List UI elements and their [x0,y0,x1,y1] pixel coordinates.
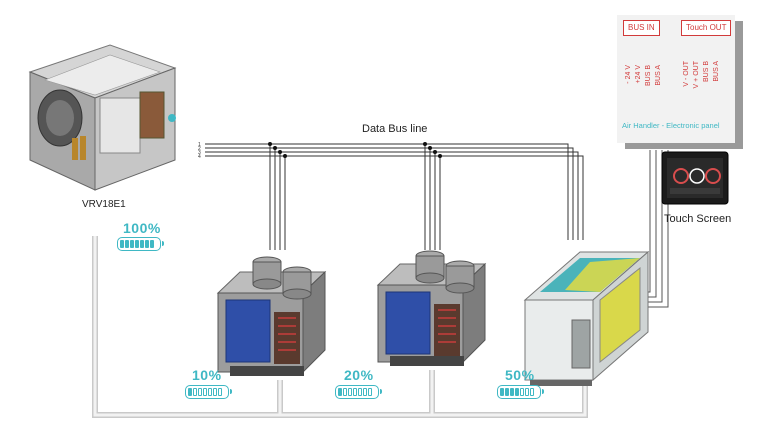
battery-segment [348,388,352,396]
load-battery-indicator [117,237,164,251]
battery-segment [120,240,124,248]
bus-in-terminal: BUS A [655,65,662,86]
outdoor-unit-label: VRV18E1 [82,199,126,210]
air-handler-illustration [523,250,650,386]
touch-out-terminal: BUS A [713,61,720,82]
battery-segment [353,388,357,396]
bus-in-terminal: +24 V [635,65,642,84]
battery-segment [525,388,529,396]
load-battery-indicator [335,385,382,399]
battery-segment [203,388,207,396]
bus-in-label: BUS IN [623,20,660,36]
bus-line-number: 2 [198,146,201,152]
load-percent-label: 100% [123,220,161,236]
bus-junction-dots [268,142,442,158]
touch-out-terminal: V - OUT [683,61,690,87]
battery-segment [218,388,222,396]
battery-segment [338,388,342,396]
battery-segment [140,240,144,248]
battery-segment [515,388,519,396]
battery-segment [188,388,192,396]
battery-segment [363,388,367,396]
data-bus-lines [205,143,584,250]
load-percent-label: 10% [192,367,222,383]
touch-screen-illustration [661,151,729,205]
load-percent-label: 20% [344,367,374,383]
bus-in-terminal: - 24 V [625,65,632,84]
load-percent-label: 50% [505,367,535,383]
bus-line-number: 3 [198,150,201,156]
battery-segment [125,240,129,248]
battery-segment [368,388,372,396]
battery-segment [208,388,212,396]
battery-segment [130,240,134,248]
battery-segment [145,240,149,248]
load-battery-indicator [185,385,232,399]
touch-out-label: Touch OUT [681,20,732,36]
battery-segment [213,388,217,396]
battery-segment [510,388,514,396]
touch-out-terminal: BUS B [703,61,710,83]
data-bus-title: Data Bus line [362,123,428,135]
battery-segment [358,388,362,396]
indoor-unit-1-illustration [216,256,327,376]
battery-segment [500,388,504,396]
battery-segment [530,388,534,396]
refrigerant-pipe-inner [93,236,587,417]
battery-segment [150,240,154,248]
touch-screen-label: Touch Screen [664,213,732,225]
indoor-unit-2-illustration [376,250,487,366]
battery-segment [198,388,202,396]
bus-in-terminal: BUS B [645,65,652,87]
load-battery-indicator [497,385,544,399]
bus-line-number: 1 [198,142,201,148]
bus-line-number: 4 [198,154,201,160]
outdoor-unit-illustration [28,44,177,191]
battery-segment [505,388,509,396]
touch-out-terminal: V + OUT [693,61,700,89]
panel-caption: Air Handler - Electronic panel [622,121,720,130]
battery-segment [135,240,139,248]
battery-segment [343,388,347,396]
electronic-panel: BUS IN Touch OUT - 24 V +24 V BUS B BUS … [617,15,735,143]
battery-segment [520,388,524,396]
battery-segment [193,388,197,396]
